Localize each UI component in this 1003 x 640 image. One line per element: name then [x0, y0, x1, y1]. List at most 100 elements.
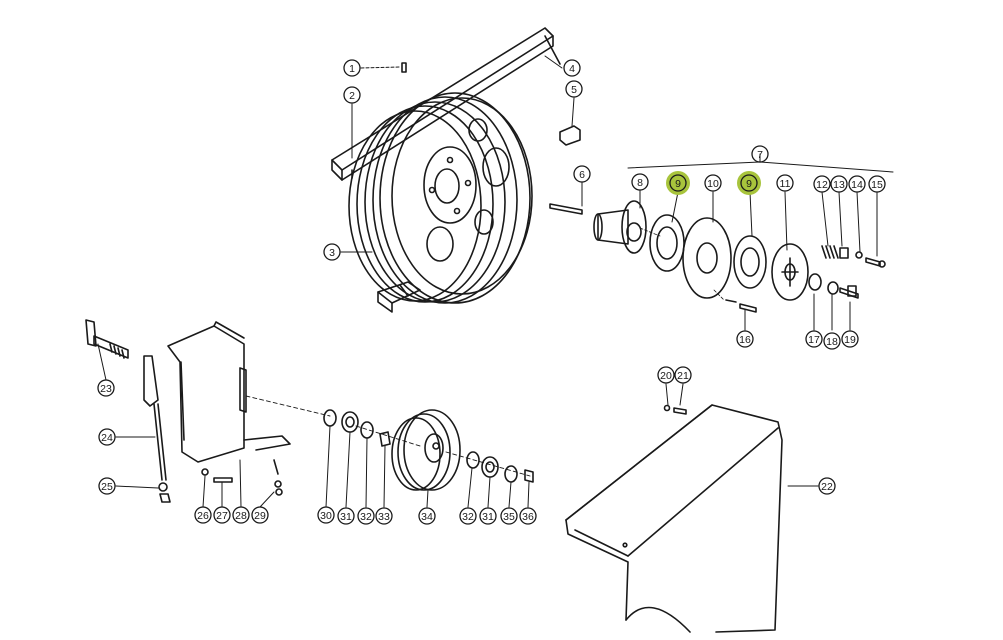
callout-number: 18 — [826, 336, 838, 348]
callout-circle — [98, 477, 116, 495]
callout-c9a: 9 — [669, 174, 687, 192]
callout-circle — [317, 506, 335, 524]
callout-c7: 7 — [751, 145, 769, 163]
callout-c33: 33 — [375, 507, 393, 525]
callout-circle — [818, 477, 836, 495]
callout-circle — [98, 428, 116, 446]
callout-circle — [323, 243, 341, 261]
callout-circle — [813, 175, 831, 193]
callout-circle — [573, 165, 591, 183]
callout-number: 25 — [101, 481, 113, 493]
callout-c24: 24 — [98, 428, 116, 446]
callout-c18: 18 — [823, 332, 841, 350]
callout-circle — [776, 174, 794, 192]
callout-number: 20 — [660, 370, 672, 382]
callout-c28: 28 — [232, 506, 250, 524]
callout-number: 5 — [571, 84, 577, 96]
callout-number: 34 — [421, 511, 433, 523]
callout-circle — [669, 174, 687, 192]
callout-number: 32 — [360, 511, 372, 523]
callout-circle — [657, 366, 675, 384]
main-pulley-drawing — [348, 92, 533, 304]
callout-number: 36 — [522, 511, 534, 523]
callout-circle — [418, 507, 436, 525]
callout-number: 4 — [569, 63, 575, 75]
callout-circle — [848, 175, 866, 193]
callout-circle — [194, 506, 212, 524]
callout-circle — [213, 506, 231, 524]
callout-circle — [740, 174, 758, 192]
callout-circle — [337, 507, 355, 525]
callout-number: 31 — [482, 511, 494, 523]
callout-c31b: 31 — [479, 507, 497, 525]
callout-number: 6 — [579, 169, 585, 181]
callout-c3: 3 — [323, 243, 341, 261]
callout-c31a: 31 — [337, 507, 355, 525]
callout-c21: 21 — [674, 366, 692, 384]
callout-number: 12 — [816, 179, 828, 191]
callout-circle — [830, 175, 848, 193]
callout-c2: 2 — [343, 86, 361, 104]
callout-circle — [841, 330, 859, 348]
hub-assembly-drawing — [593, 200, 886, 313]
callout-c25: 25 — [98, 477, 116, 495]
callout-number: 23 — [100, 383, 112, 395]
callout-c8: 8 — [631, 173, 649, 191]
callout-c34: 34 — [418, 507, 436, 525]
callout-number: 21 — [677, 370, 689, 382]
callout-number: 24 — [101, 432, 113, 444]
callout-number: 1 — [349, 63, 355, 75]
callout-c22: 22 — [818, 477, 836, 495]
callout-circle — [519, 507, 537, 525]
callout-circle — [479, 507, 497, 525]
leader-lines-upper — [340, 55, 894, 331]
callout-c23: 23 — [97, 379, 115, 397]
callout-number: 2 — [349, 90, 355, 102]
callout-c35: 35 — [500, 507, 518, 525]
callout-c13: 13 — [830, 175, 848, 193]
callout-number: 8 — [637, 177, 643, 189]
callout-circle — [375, 507, 393, 525]
callout-c27: 27 — [213, 506, 231, 524]
callout-c19: 19 — [841, 330, 859, 348]
callout-number: 29 — [254, 510, 266, 522]
callout-circle — [565, 80, 583, 98]
callout-number: 17 — [808, 334, 820, 346]
callout-number: 32 — [462, 511, 474, 523]
callout-circle — [343, 86, 361, 104]
callout-c11: 11 — [776, 174, 794, 192]
callout-number: 31 — [340, 511, 352, 523]
callout-c32a: 32 — [357, 507, 375, 525]
callout-c6: 6 — [573, 165, 591, 183]
callout-c26: 26 — [194, 506, 212, 524]
callout-circle — [736, 330, 754, 348]
callout-c10: 10 — [704, 174, 722, 192]
callout-number: 19 — [844, 334, 856, 346]
callout-number: 3 — [329, 247, 335, 259]
v-belt-drawing — [331, 27, 561, 313]
callout-c16: 16 — [736, 330, 754, 348]
callout-circle — [343, 59, 361, 77]
callout-c4: 4 — [563, 59, 581, 77]
callout-c36: 36 — [519, 507, 537, 525]
callout-circle — [631, 173, 649, 191]
callout-circle — [251, 506, 269, 524]
callout-number: 35 — [503, 511, 515, 523]
callout-number: 10 — [707, 178, 719, 190]
callout-number: 15 — [871, 179, 883, 191]
leader-lines-lower — [97, 343, 819, 508]
callout-c29: 29 — [251, 506, 269, 524]
callout-number: 7 — [757, 149, 763, 161]
small-parts-upper — [401, 62, 583, 215]
callout-c17: 17 — [805, 330, 823, 348]
callout-c5: 5 — [565, 80, 583, 98]
callout-number: 22 — [821, 481, 833, 493]
callout-circle — [805, 330, 823, 348]
callout-number: 14 — [851, 179, 863, 191]
callout-circle — [563, 59, 581, 77]
callout-number: 27 — [216, 510, 228, 522]
callout-circle — [704, 174, 722, 192]
callout-number: 30 — [320, 510, 332, 522]
